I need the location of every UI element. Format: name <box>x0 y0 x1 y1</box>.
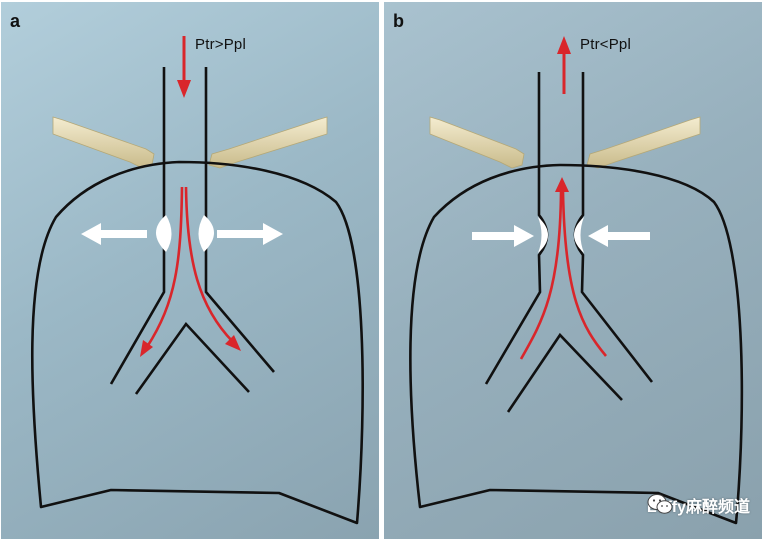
flow-right-bronchus <box>184 186 234 343</box>
watermark-text: Luffy麻醉频道 <box>646 499 750 516</box>
trachea-right-wall <box>573 72 654 383</box>
panel-b: b Ptr<Ppl Luffy麻醉频道 <box>384 2 762 539</box>
pressure-label-a: Ptr>Ppl <box>195 36 247 53</box>
left-clavicle <box>429 116 525 169</box>
flow-right-bronchus <box>561 191 608 357</box>
flow-right-arrowhead <box>225 335 241 351</box>
trachea-bulge-right <box>198 215 214 252</box>
flow-left-arrowhead <box>140 340 153 357</box>
panel-a: a Ptr>Ppl <box>1 2 379 539</box>
chest-outline <box>30 160 364 525</box>
pressure-label-b: Ptr<Ppl <box>580 36 632 53</box>
outward-arrow-right <box>217 223 283 245</box>
panel-b-label: b <box>393 11 404 31</box>
flow-left-bronchus <box>519 191 563 360</box>
wechat-icon <box>647 494 673 514</box>
trachea-right-wall <box>204 67 275 373</box>
watermark: Luffy麻醉频道 <box>647 493 750 517</box>
panel-a-label: a <box>10 11 21 31</box>
carina <box>134 321 250 395</box>
outward-arrow-left <box>81 223 147 245</box>
chest-outline <box>409 163 744 525</box>
panel-a-diagram <box>30 36 364 525</box>
panel-b-diagram <box>409 36 744 525</box>
flow-up-arrowhead <box>555 177 569 192</box>
left-clavicle <box>52 116 155 169</box>
right-clavicle <box>586 116 701 169</box>
trachea-left-wall <box>109 67 166 385</box>
trachea-collapse-left <box>538 217 548 253</box>
trachea-bulge-left <box>156 215 172 252</box>
trachea-collapse-right <box>574 217 584 253</box>
flow-left-bronchus <box>145 186 184 348</box>
inward-arrow-left <box>472 225 534 247</box>
outflow-arrowhead <box>557 36 571 54</box>
inward-arrow-right <box>588 225 650 247</box>
right-clavicle <box>208 116 328 169</box>
inflow-arrowhead <box>177 80 191 98</box>
carina <box>506 332 623 413</box>
